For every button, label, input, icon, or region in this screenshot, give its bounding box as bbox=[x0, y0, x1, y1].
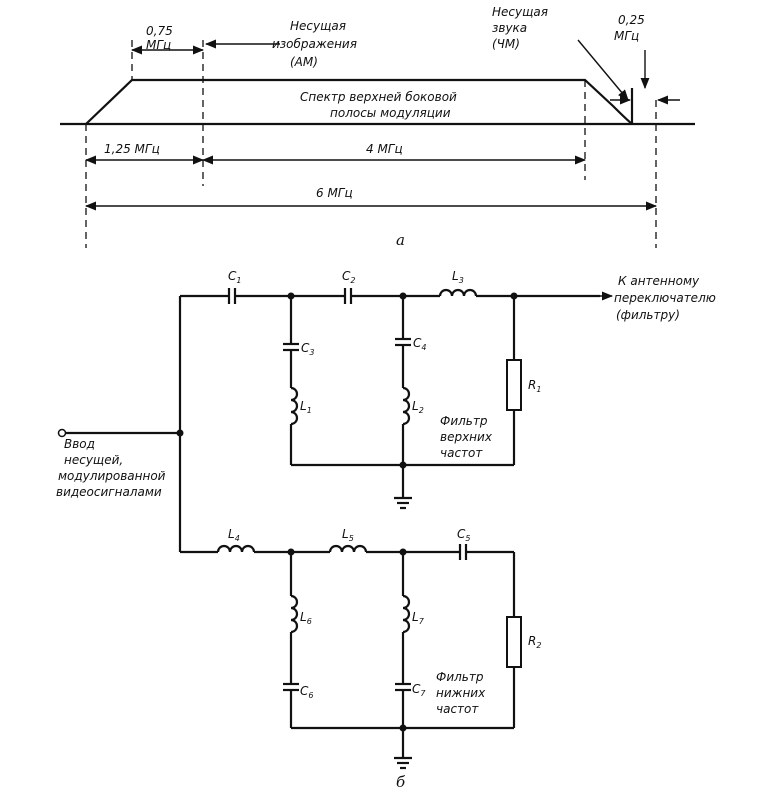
input-label-1: Ввод bbox=[64, 437, 95, 451]
lpf-label-3: частот bbox=[436, 702, 479, 716]
label-c2: C2 bbox=[342, 269, 355, 285]
capacitor-c6 bbox=[283, 682, 299, 692]
capacitor-c2 bbox=[343, 288, 353, 304]
video-carrier-label-1: Несущая bbox=[290, 19, 346, 33]
video-carrier-label-2: изображения bbox=[272, 37, 357, 51]
label-c3: C3 bbox=[301, 341, 314, 357]
spectrum-label-2: полосы модуляции bbox=[330, 106, 451, 120]
sound-bw-unit: МГц bbox=[614, 29, 639, 43]
resistor-r1 bbox=[506, 359, 522, 411]
hpf-label-2: верхних bbox=[440, 430, 493, 444]
carrier-bw-value: 0,75 bbox=[146, 24, 173, 38]
video-carrier-label-3: (АМ) bbox=[290, 55, 318, 69]
label-l3: L3 bbox=[452, 269, 464, 285]
label-l2: L2 bbox=[412, 399, 424, 415]
inductor-l3 bbox=[438, 288, 478, 297]
high-pass-filter bbox=[180, 288, 614, 510]
dim-total-label: 6 МГц bbox=[316, 186, 353, 200]
filter-circuit: C1 C2 L3 C3 C4 L1 L2 R1 L4 L5 C5 L6 L7 C… bbox=[56, 269, 716, 791]
antenna-label-1: К антенному bbox=[618, 274, 700, 288]
capacitor-c4 bbox=[395, 337, 411, 347]
input-terminal bbox=[57, 428, 67, 438]
dim-lower-label: 1,25 МГц bbox=[104, 142, 160, 156]
inductor-l7 bbox=[402, 594, 411, 634]
label-l7: L7 bbox=[412, 610, 425, 626]
label-l6: L6 bbox=[300, 610, 312, 626]
capacitor-c7 bbox=[395, 682, 411, 692]
input-label-3: модулированной bbox=[58, 469, 166, 483]
label-r1: R1 bbox=[528, 378, 541, 394]
caption-a: а bbox=[396, 231, 405, 249]
node-ground-lpf bbox=[399, 724, 407, 732]
inductor-l4 bbox=[216, 544, 256, 553]
dim-video-label: 4 МГц bbox=[366, 142, 403, 156]
antenna-label-2: переключателю bbox=[614, 291, 716, 305]
resistor-r2 bbox=[506, 616, 522, 668]
label-c6: C6 bbox=[300, 684, 313, 700]
label-l1: L1 bbox=[300, 399, 312, 415]
carrier-bw-unit: МГц bbox=[146, 38, 171, 52]
input-label-4: видеосигналами bbox=[56, 485, 162, 499]
antenna-label-3: (фильтру) bbox=[616, 308, 680, 322]
inductor-l6 bbox=[290, 594, 299, 634]
ground-icon bbox=[394, 496, 412, 510]
label-c7: C7 bbox=[412, 682, 426, 698]
sound-carrier-label-2: звука bbox=[492, 21, 527, 35]
capacitor-c3 bbox=[283, 342, 299, 352]
label-l5: L5 bbox=[342, 527, 354, 543]
sound-carrier-pointer bbox=[577, 39, 629, 101]
spectrum-envelope bbox=[85, 78, 633, 125]
label-r2: R2 bbox=[528, 634, 541, 650]
sound-carrier-label-1: Несущая bbox=[492, 5, 548, 19]
inductor-l5 bbox=[328, 544, 368, 553]
ground-icon bbox=[394, 756, 412, 770]
spectrum-diagram: 0,75 МГц Несущая изображения (АМ) Несуща… bbox=[60, 5, 695, 249]
lpf-label-1: Фильтр bbox=[436, 670, 484, 684]
spectrum-label-1: Спектр верхней боковой bbox=[300, 90, 457, 104]
node-ground-hpf bbox=[399, 461, 407, 469]
hpf-label-1: Фильтр bbox=[440, 414, 488, 428]
label-l4: L4 bbox=[228, 527, 240, 543]
inductor-l2 bbox=[402, 386, 411, 426]
lpf-label-2: нижних bbox=[436, 686, 486, 700]
inductor-l1 bbox=[290, 386, 299, 426]
capacitor-c1 bbox=[227, 288, 237, 304]
sound-carrier-label-3: (ЧМ) bbox=[492, 37, 520, 51]
label-c4: C4 bbox=[413, 336, 426, 352]
capacitor-c5 bbox=[458, 544, 468, 560]
hpf-label-3: частот bbox=[440, 446, 483, 460]
input-label-2: несущей, bbox=[64, 453, 123, 467]
caption-b: б bbox=[396, 773, 406, 791]
sound-bw-value: 0,25 bbox=[618, 13, 645, 27]
label-c1: C1 bbox=[228, 269, 241, 285]
label-c5: C5 bbox=[457, 527, 470, 543]
low-pass-filter bbox=[180, 544, 522, 770]
